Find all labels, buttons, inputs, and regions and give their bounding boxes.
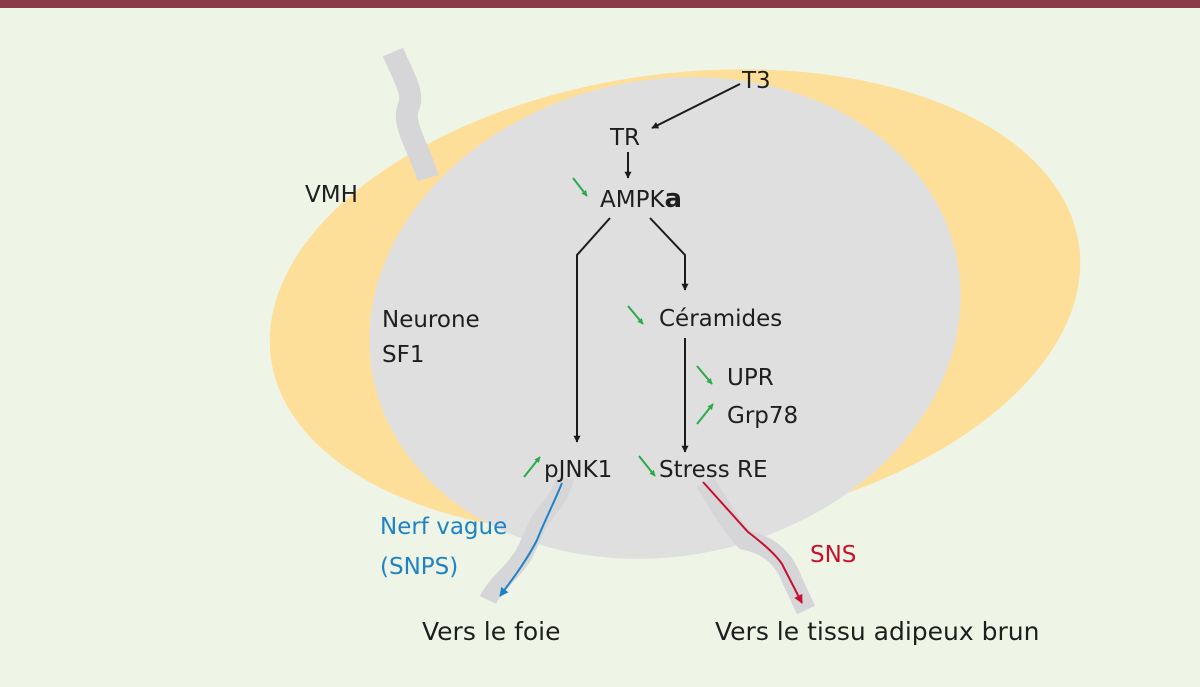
arrow-t3-to-tr bbox=[651, 83, 741, 129]
vmh-label: VMH bbox=[305, 182, 358, 208]
t3-label: T3 bbox=[741, 68, 771, 94]
nerf-vague-label: Nerf vague bbox=[380, 514, 507, 540]
sns-label: SNS bbox=[810, 542, 856, 568]
arrow-ampk-to-ceramides bbox=[649, 217, 689, 291]
grp78-up-arrow bbox=[696, 403, 714, 425]
arrow-ampk-to-pjnk1 bbox=[573, 217, 611, 443]
neuron-sf1-body bbox=[369, 77, 961, 559]
neurone-label: Neurone bbox=[382, 307, 480, 333]
sf1-label: SF1 bbox=[382, 342, 424, 368]
ampk-down-arrow bbox=[572, 177, 588, 197]
ampk-alpha-suffix: a bbox=[665, 184, 683, 214]
upr-down-arrow bbox=[696, 365, 713, 385]
ceramides-down-arrow bbox=[627, 305, 644, 325]
vers-le-foie-label: Vers le foie bbox=[422, 617, 561, 646]
top-bar bbox=[0, 0, 1200, 8]
stress-re-label: Stress RE bbox=[659, 457, 768, 483]
vagus-output-arrow bbox=[499, 482, 563, 597]
ampk-label-main: AMPK bbox=[600, 187, 665, 213]
ceramides-label: Céramides bbox=[659, 306, 782, 332]
ampk-label: AMPKa bbox=[600, 184, 682, 214]
upr-label: UPR bbox=[727, 365, 774, 391]
snps-label: (SNPS) bbox=[380, 554, 458, 580]
pjnk1-label: pJNK1 bbox=[544, 457, 612, 483]
pjnk1-up-arrow bbox=[523, 456, 541, 478]
sns-nerve-track bbox=[696, 476, 816, 615]
grp78-label: Grp78 bbox=[727, 403, 798, 429]
sns-output-arrow bbox=[702, 481, 803, 604]
top-axon-track bbox=[382, 47, 439, 182]
tr-label: TR bbox=[609, 125, 640, 151]
stress-re-down-arrow bbox=[638, 455, 656, 477]
vers-le-tissu-adipeux-brun-label: Vers le tissu adipeux brun bbox=[715, 617, 1039, 646]
